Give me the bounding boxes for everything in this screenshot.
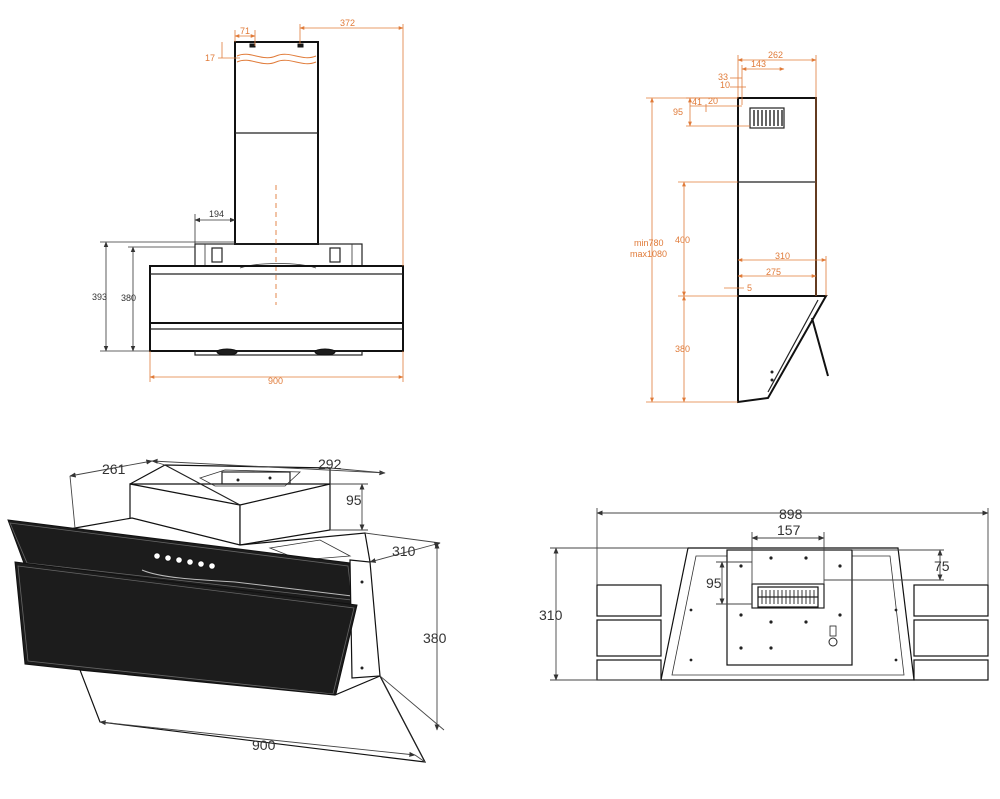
front-body [149,265,404,352]
top-dim-898: 898 [779,506,803,522]
front-dim-71: 71 [240,26,250,36]
side-dim-20: 20 [708,96,718,106]
side-dim-41: 41 [692,97,702,107]
iso-side-frame [349,559,381,679]
top-right-panel-lower [913,659,989,681]
front-dim-900: 900 [268,376,283,386]
side-dim-143: 143 [751,59,766,69]
front-dim-380: 380 [121,293,136,303]
top-dim-157: 157 [777,522,801,538]
front-chimney [234,41,319,245]
front-dim-372: 372 [340,18,355,28]
top-dim-75: 75 [934,558,950,574]
side-view: 262 143 33 10 41 20 95 min780 max1080 40… [630,50,829,404]
side-dim-10: 10 [720,80,730,90]
side-hood [737,295,828,404]
top-view: 898 157 75 95 310 [539,506,989,681]
iso-dim-310: 310 [392,543,416,559]
iso-box-right [239,483,331,546]
top-dim-95: 95 [706,575,722,591]
iso-box-top [129,464,331,485]
top-dim-310: 310 [539,607,563,623]
iso-dim-95: 95 [346,492,362,508]
side-vent [749,107,785,129]
side-dim-95: 95 [673,107,683,117]
iso-dim-900: 900 [252,737,276,753]
iso-control-buttons [153,552,216,570]
front-dim-17: 17 [205,53,215,63]
iso-view: 261 292 95 310 380 900 [7,456,447,763]
iso-dim-380: 380 [423,630,447,646]
iso-dim-292: 292 [318,456,342,472]
front-dim-393: 393 [92,292,107,302]
side-dim-5: 5 [747,283,752,293]
side-dim-min: min780 [634,238,664,248]
top-right-panel-middle [913,619,989,657]
top-right-panel-upper [913,584,989,617]
side-dim-max: max1080 [630,249,667,259]
top-left-panel-middle [596,619,662,657]
iso-dim-261: 261 [102,461,126,477]
front-view: 71 372 17 194 393 380 900 [92,18,404,386]
side-dim-380: 380 [675,344,690,354]
top-left-panel-upper [596,584,662,617]
front-bracket [194,243,363,267]
front-dim-194: 194 [209,209,224,219]
side-dim-33: 33 [718,72,728,82]
side-dim-400: 400 [675,235,690,245]
side-dim-275: 275 [766,267,781,277]
side-dim-262: 262 [768,50,783,60]
side-dim-310: 310 [775,251,790,261]
top-left-panel-lower [596,659,662,681]
